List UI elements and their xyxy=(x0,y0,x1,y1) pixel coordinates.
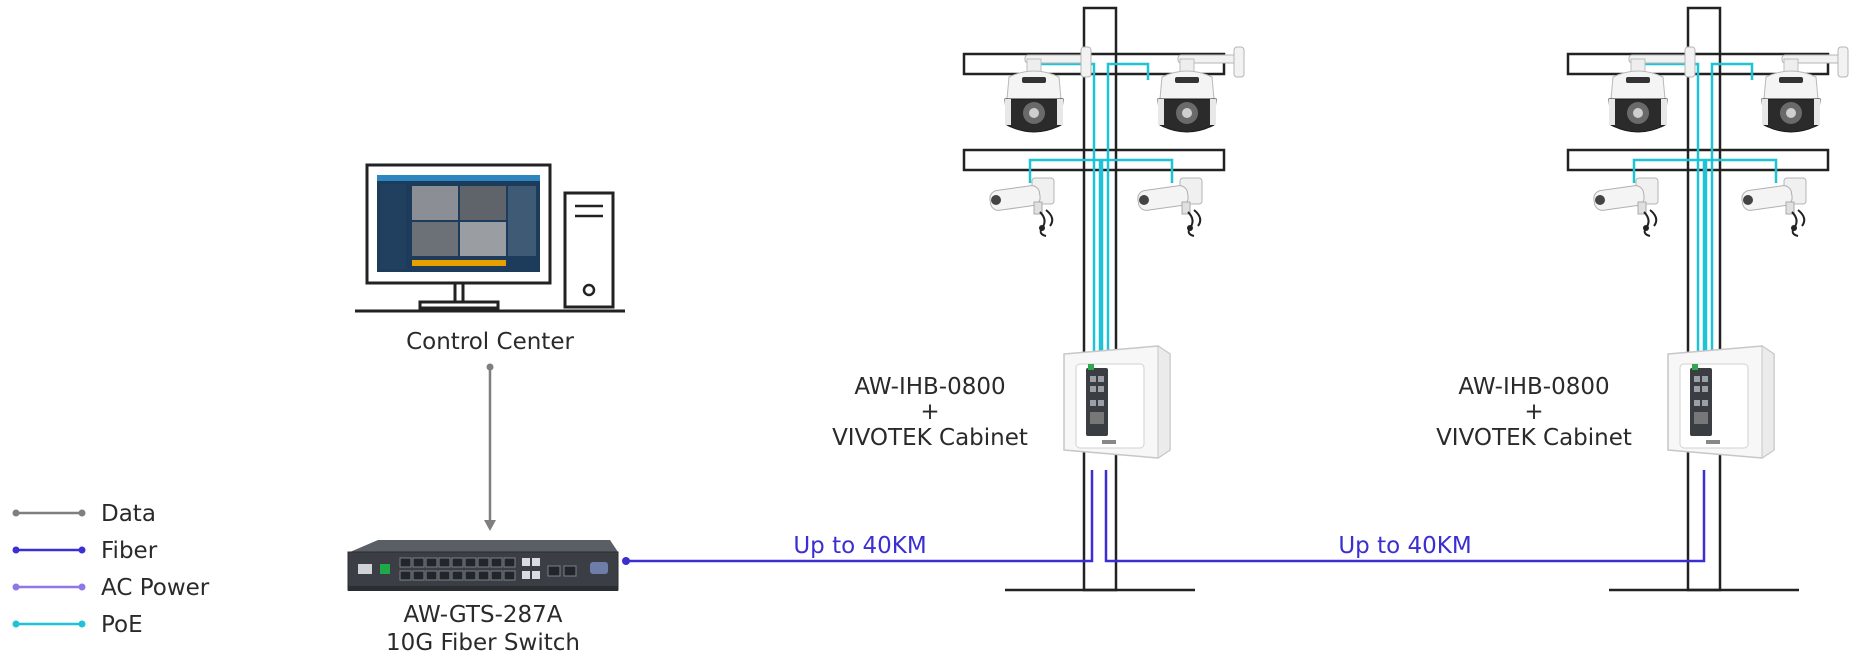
cabinet-icon xyxy=(1667,345,1775,459)
site-1-cabinet-label: VIVOTEK Cabinet xyxy=(832,425,1028,451)
bullet-camera-icon xyxy=(1739,177,1807,237)
site-2-cabinet-label: VIVOTEK Cabinet xyxy=(1436,425,1632,451)
legend-item-ac-power: AC Power xyxy=(12,575,210,601)
data-link xyxy=(484,363,496,531)
legend: Data Fiber AC Power PoE xyxy=(12,501,210,638)
site-2: AW-IHB-0800 + VIVOTEK Cabinet xyxy=(1436,6,1849,592)
switch-model-label: AW-GTS-287A xyxy=(403,602,562,628)
switch-icon xyxy=(347,540,619,591)
computer-tower-icon xyxy=(563,191,615,309)
bullet-camera-icon xyxy=(987,177,1055,237)
legend-label-fiber: Fiber xyxy=(101,538,158,564)
site-1: AW-IHB-0800 + VIVOTEK Cabinet xyxy=(832,6,1245,592)
bullet-camera-icon xyxy=(1591,177,1659,237)
ptz-camera-icon xyxy=(1157,46,1245,133)
bullet-camera-icon xyxy=(1135,177,1203,237)
fiber-links: Up to 40KM Up to 40KM xyxy=(622,470,1706,565)
monitor-icon xyxy=(365,163,552,310)
distance-label-1: Up to 40KM xyxy=(793,533,926,559)
fiber-link-2 xyxy=(1104,470,1706,563)
distance-label-2: Up to 40KM xyxy=(1338,533,1471,559)
legend-item-fiber: Fiber xyxy=(12,538,158,564)
legend-label-data: Data xyxy=(101,501,156,527)
legend-label-ac-power: AC Power xyxy=(101,575,210,601)
cabinet-icon xyxy=(1063,345,1171,459)
ptz-camera-icon xyxy=(1004,46,1092,133)
site-2-model-label: AW-IHB-0800 xyxy=(1458,374,1609,400)
switch-description-label: 10G Fiber Switch xyxy=(386,630,580,656)
ptz-camera-icon xyxy=(1608,46,1696,133)
site-1-model-label: AW-IHB-0800 xyxy=(854,374,1005,400)
control-center: Control Center xyxy=(355,163,625,355)
ptz-camera-icon xyxy=(1761,46,1849,133)
poe-links-1 xyxy=(1028,62,1174,360)
fiber-link-1 xyxy=(626,470,1094,563)
site-1-plus-label: + xyxy=(920,399,939,425)
control-center-label: Control Center xyxy=(406,329,574,355)
legend-item-data: Data xyxy=(12,501,156,527)
legend-item-poe: PoE xyxy=(12,612,143,638)
site-2-plus-label: + xyxy=(1524,399,1543,425)
fiber-switch: AW-GTS-287A 10G Fiber Switch xyxy=(347,540,619,656)
legend-label-poe: PoE xyxy=(101,612,143,638)
